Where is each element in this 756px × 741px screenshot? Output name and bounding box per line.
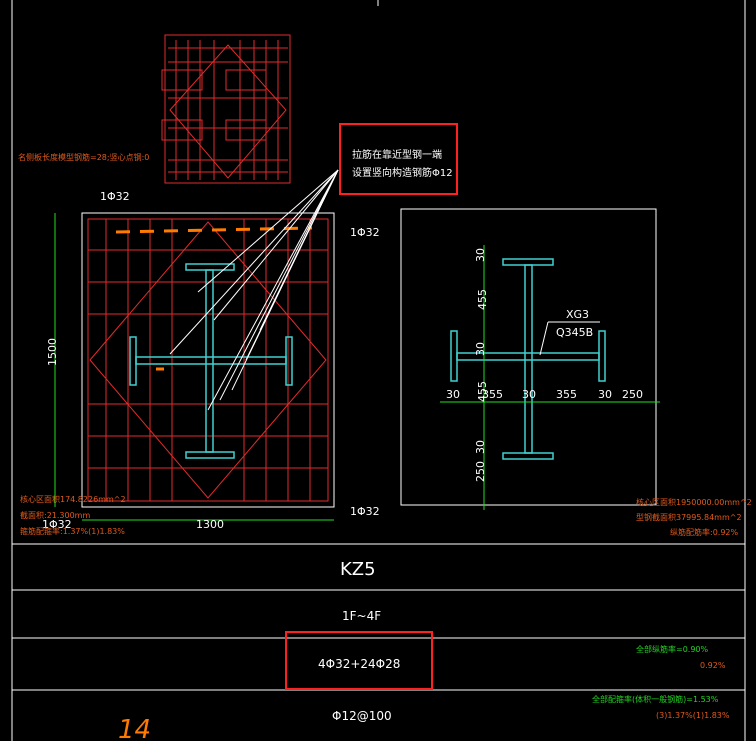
steel-profile [450,258,606,460]
dim-h-3: 30 [522,388,536,401]
dim-h-4: 355 [556,388,577,401]
rebar-highlight-box [285,631,433,690]
dim-h-6: 250 [622,388,643,401]
ratio-row2-b: (3)1.37%(1)1.83% [656,711,730,720]
dim-v-2: 455 [476,289,489,310]
callout-leaders [169,169,339,411]
handwritten-number: 14 [118,715,151,741]
corner-label-bottom-right: 1Φ32 [350,505,380,518]
dim-height: 1500 [46,338,59,366]
label-xg3: XG3 [566,308,589,321]
rebar-spec: 4Φ32+24Φ28 [318,657,400,671]
column-name: KZ5 [340,559,376,580]
corner-label-bottom-left: 1Φ32 [42,518,72,531]
rebar-grid [87,218,329,502]
top-left-note: 名侧板长度模型钢筋=28;竖心点钢:0 [18,152,149,162]
floor-range: 1F~4F [342,609,381,623]
label-q345b: Q345B [556,326,593,339]
stirrup-spec: Φ12@100 [332,709,392,723]
left-column-section: 1500 1300 1Φ32 1Φ32 1Φ32 1Φ32 核心区面积174.8… [20,190,380,536]
corner-label-top-left: 1Φ32 [100,190,130,203]
ratio-row2-a: 全部配箍率(体积一般钢筋)=1.53% [592,694,719,704]
dim-v-1: 30 [474,248,487,262]
right-note-3: 纵筋配筋率:0.92% [670,527,739,537]
right-steel-section: XG3 Q345B 30 455 30 455 30 250 30 355 30… [400,208,752,537]
dimension-lines [440,245,660,510]
pen-dash-mark [115,226,313,234]
dim-v-6: 250 [474,461,487,482]
dim-width: 1300 [196,518,224,531]
steel-cross [129,263,293,459]
top-rebar-detail [161,34,291,184]
right-note-1: 核心区面积1950000.00mm^2 [636,497,752,507]
dim-v-5: 30 [474,440,487,454]
left-note-1: 核心区面积174.8226mm^2 [20,494,126,504]
ratio-row1-b: 0.92% [700,661,726,670]
right-note-2: 型钢截面积37995.84mm^2 [636,512,742,522]
ratio-row1-a: 全部纵筋率=0.90% [636,644,709,654]
drawing-frame [11,0,746,741]
left-note-3: 箍筋配箍率:1.37%(1)1.83% [20,526,125,536]
dim-h-5: 30 [598,388,612,401]
dim-h-2: 355 [482,388,503,401]
callout-line2: 设置竖向构造钢筋Φ12 [352,166,453,179]
corner-label-top-right: 1Φ32 [350,226,380,239]
dim-h-1: 30 [446,388,460,401]
callout-box [339,123,458,195]
dim-v-4: 455 [476,381,489,402]
left-note-2: 截面积:21.300mm [20,510,90,520]
dim-v-3: 30 [474,342,487,356]
callout-line1: 拉筋在靠近型钢一端 [352,148,442,161]
